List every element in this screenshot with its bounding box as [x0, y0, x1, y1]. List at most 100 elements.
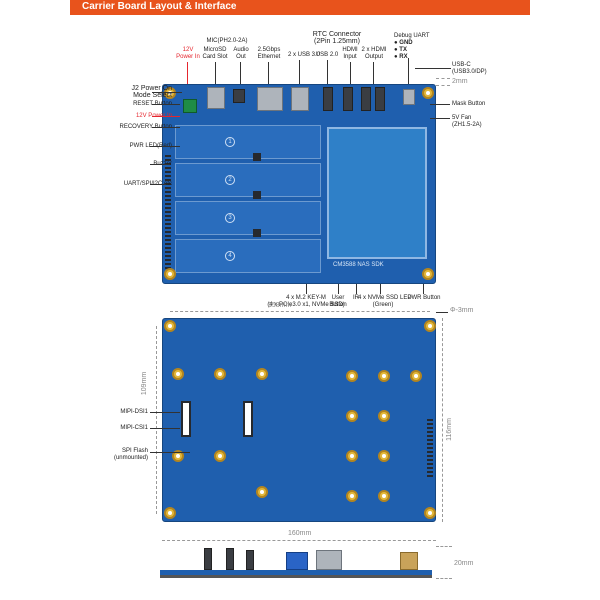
leader-line	[152, 127, 180, 128]
side-connector	[226, 548, 234, 570]
usb20-port	[323, 87, 333, 111]
standoff-hole	[214, 450, 226, 462]
leader-line	[150, 428, 180, 429]
dim-line	[436, 78, 450, 79]
label-line: SPI Flash	[121, 448, 148, 454]
leader-line	[215, 62, 216, 84]
dim-153mm: 153mm	[268, 302, 292, 309]
standoff-hole	[378, 370, 390, 382]
label-recovery: RECOVERY Button	[119, 124, 172, 130]
label-line: USB-C	[452, 62, 471, 68]
j2-connector	[183, 99, 197, 113]
standoff-hole	[214, 368, 226, 380]
usb30-ports	[291, 87, 309, 111]
leader-line	[373, 62, 374, 84]
leader-line	[380, 284, 381, 294]
label-line: 12V	[182, 47, 194, 53]
label-usbc: USB-C(USB3.0/DP)	[452, 62, 487, 76]
side-view-bottom	[160, 575, 432, 578]
mounting-hole	[422, 268, 434, 280]
label-line: 4 x M.2 KEY-M	[286, 295, 326, 301]
side-connector	[204, 548, 212, 570]
label-ssd-led: 4 x NVMe SSD LED(Green)	[358, 295, 412, 309]
label-pwr-button: PWR Button	[407, 295, 441, 301]
dim-20mm: 20mm	[454, 560, 474, 567]
som-module	[327, 127, 427, 259]
leader-line	[150, 184, 166, 185]
mounting-hole	[164, 507, 176, 519]
side-view-pcb	[160, 570, 432, 575]
label-line: RTC Connector	[312, 31, 362, 38]
leader-line	[187, 62, 188, 84]
label-ir: IR	[353, 295, 359, 301]
dim-line	[436, 546, 452, 547]
label-line: HDMI	[342, 47, 358, 53]
hdmi-input-port	[343, 87, 353, 111]
ethernet-port	[257, 87, 283, 111]
label-mic: MIC(PH2.0-2A)	[206, 38, 248, 44]
label-usb20: USB 2.0	[315, 52, 339, 58]
leader-line	[327, 60, 328, 84]
dim-160mm: 160mm	[288, 530, 312, 537]
label-line: (ZH1.5-2A)	[452, 122, 482, 128]
label-line: MicroSD	[203, 47, 227, 53]
microsd-slot	[207, 87, 225, 109]
label-line: (Green)	[372, 302, 394, 308]
gpio-header	[165, 155, 171, 275]
label-line: Mode Select	[133, 92, 172, 99]
m2-slot-1	[175, 125, 321, 159]
label-line: (2Pin 1.25mm)	[314, 38, 360, 45]
label-line: ● RX	[394, 54, 408, 60]
label-spi-flash: SPI Flash(unmounted)	[86, 448, 148, 462]
label-usb30: 2 x USB 3.0	[287, 52, 320, 58]
mounting-hole	[424, 320, 436, 332]
standoff-hole	[410, 370, 422, 382]
leader-line	[240, 62, 241, 84]
leader-line	[408, 58, 409, 84]
leader-line	[299, 60, 300, 84]
label-rtc: RTC Connector(2Pin 1.25mm)	[312, 31, 362, 45]
label-mask-button: Mask Button	[452, 101, 486, 107]
slot-number-1: 1	[225, 137, 235, 147]
label-line: 4 x NVMe SSD LED	[358, 295, 412, 301]
hdmi-output-port-2	[375, 87, 385, 111]
label-debug-uart: Debug UART ● GND ● TX ● RX	[394, 33, 430, 61]
label-line: User	[331, 295, 345, 301]
label-line: ● GND	[394, 40, 413, 46]
side-connector	[246, 550, 254, 570]
label-line: Audio	[233, 47, 249, 53]
leader-line	[150, 164, 170, 165]
standoff-hole	[346, 410, 358, 422]
dim-line	[162, 540, 436, 541]
standoff-hole	[256, 486, 268, 498]
section-header: Carrier Board Layout & Interface	[70, 0, 530, 15]
leader-line	[338, 284, 339, 294]
leader-line	[150, 412, 180, 413]
mounting-hole	[164, 268, 176, 280]
audio-jack	[233, 89, 245, 103]
chip	[253, 191, 261, 199]
leader-line	[152, 116, 180, 117]
standoff-hole	[346, 370, 358, 382]
dim-line	[436, 578, 452, 579]
standoff-hole	[172, 450, 184, 462]
dim-2mm: 2mm	[452, 78, 468, 85]
label-line: Ethernet	[257, 54, 281, 60]
m2-slot-3	[175, 201, 321, 235]
side-ethernet	[316, 550, 342, 570]
dim-line	[170, 311, 430, 312]
carrier-board-top-view: 1 2 3 4 CM3588 NAS SDK	[162, 84, 436, 284]
label-uart-spi: UART/SPI/I2C etc	[123, 181, 172, 187]
label-5v-fan: 5V Fan(ZH1.5-2A)	[452, 115, 482, 129]
label-line: Input	[343, 54, 357, 60]
label-line: J2 Power On	[131, 85, 172, 92]
label-line: ● TX	[394, 47, 407, 53]
m2-slot-2	[175, 163, 321, 197]
gpio-header-back	[427, 419, 433, 479]
dim-hole: Φ-3mm	[450, 307, 474, 314]
